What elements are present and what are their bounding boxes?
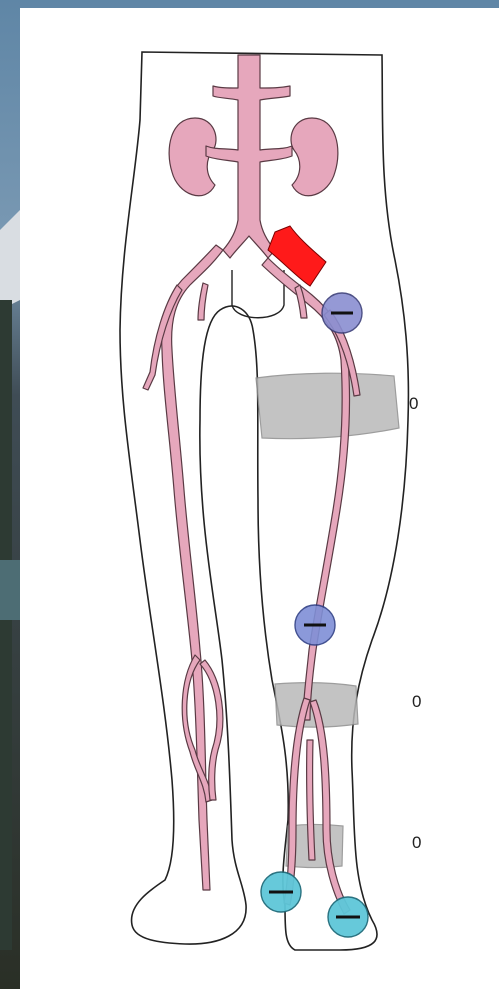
probe-posterior-tibial	[261, 872, 301, 912]
probe-popliteal	[295, 605, 335, 645]
body-outline	[120, 52, 408, 950]
thigh-cuff	[256, 373, 399, 438]
thigh-cuff-pressure: 0	[409, 394, 418, 414]
probe-groin	[322, 293, 362, 333]
knee-cuff-pressure: 0	[412, 692, 421, 712]
calf-cuff-pressure: 0	[412, 833, 421, 853]
probe-dorsalis-pedis	[328, 897, 368, 937]
